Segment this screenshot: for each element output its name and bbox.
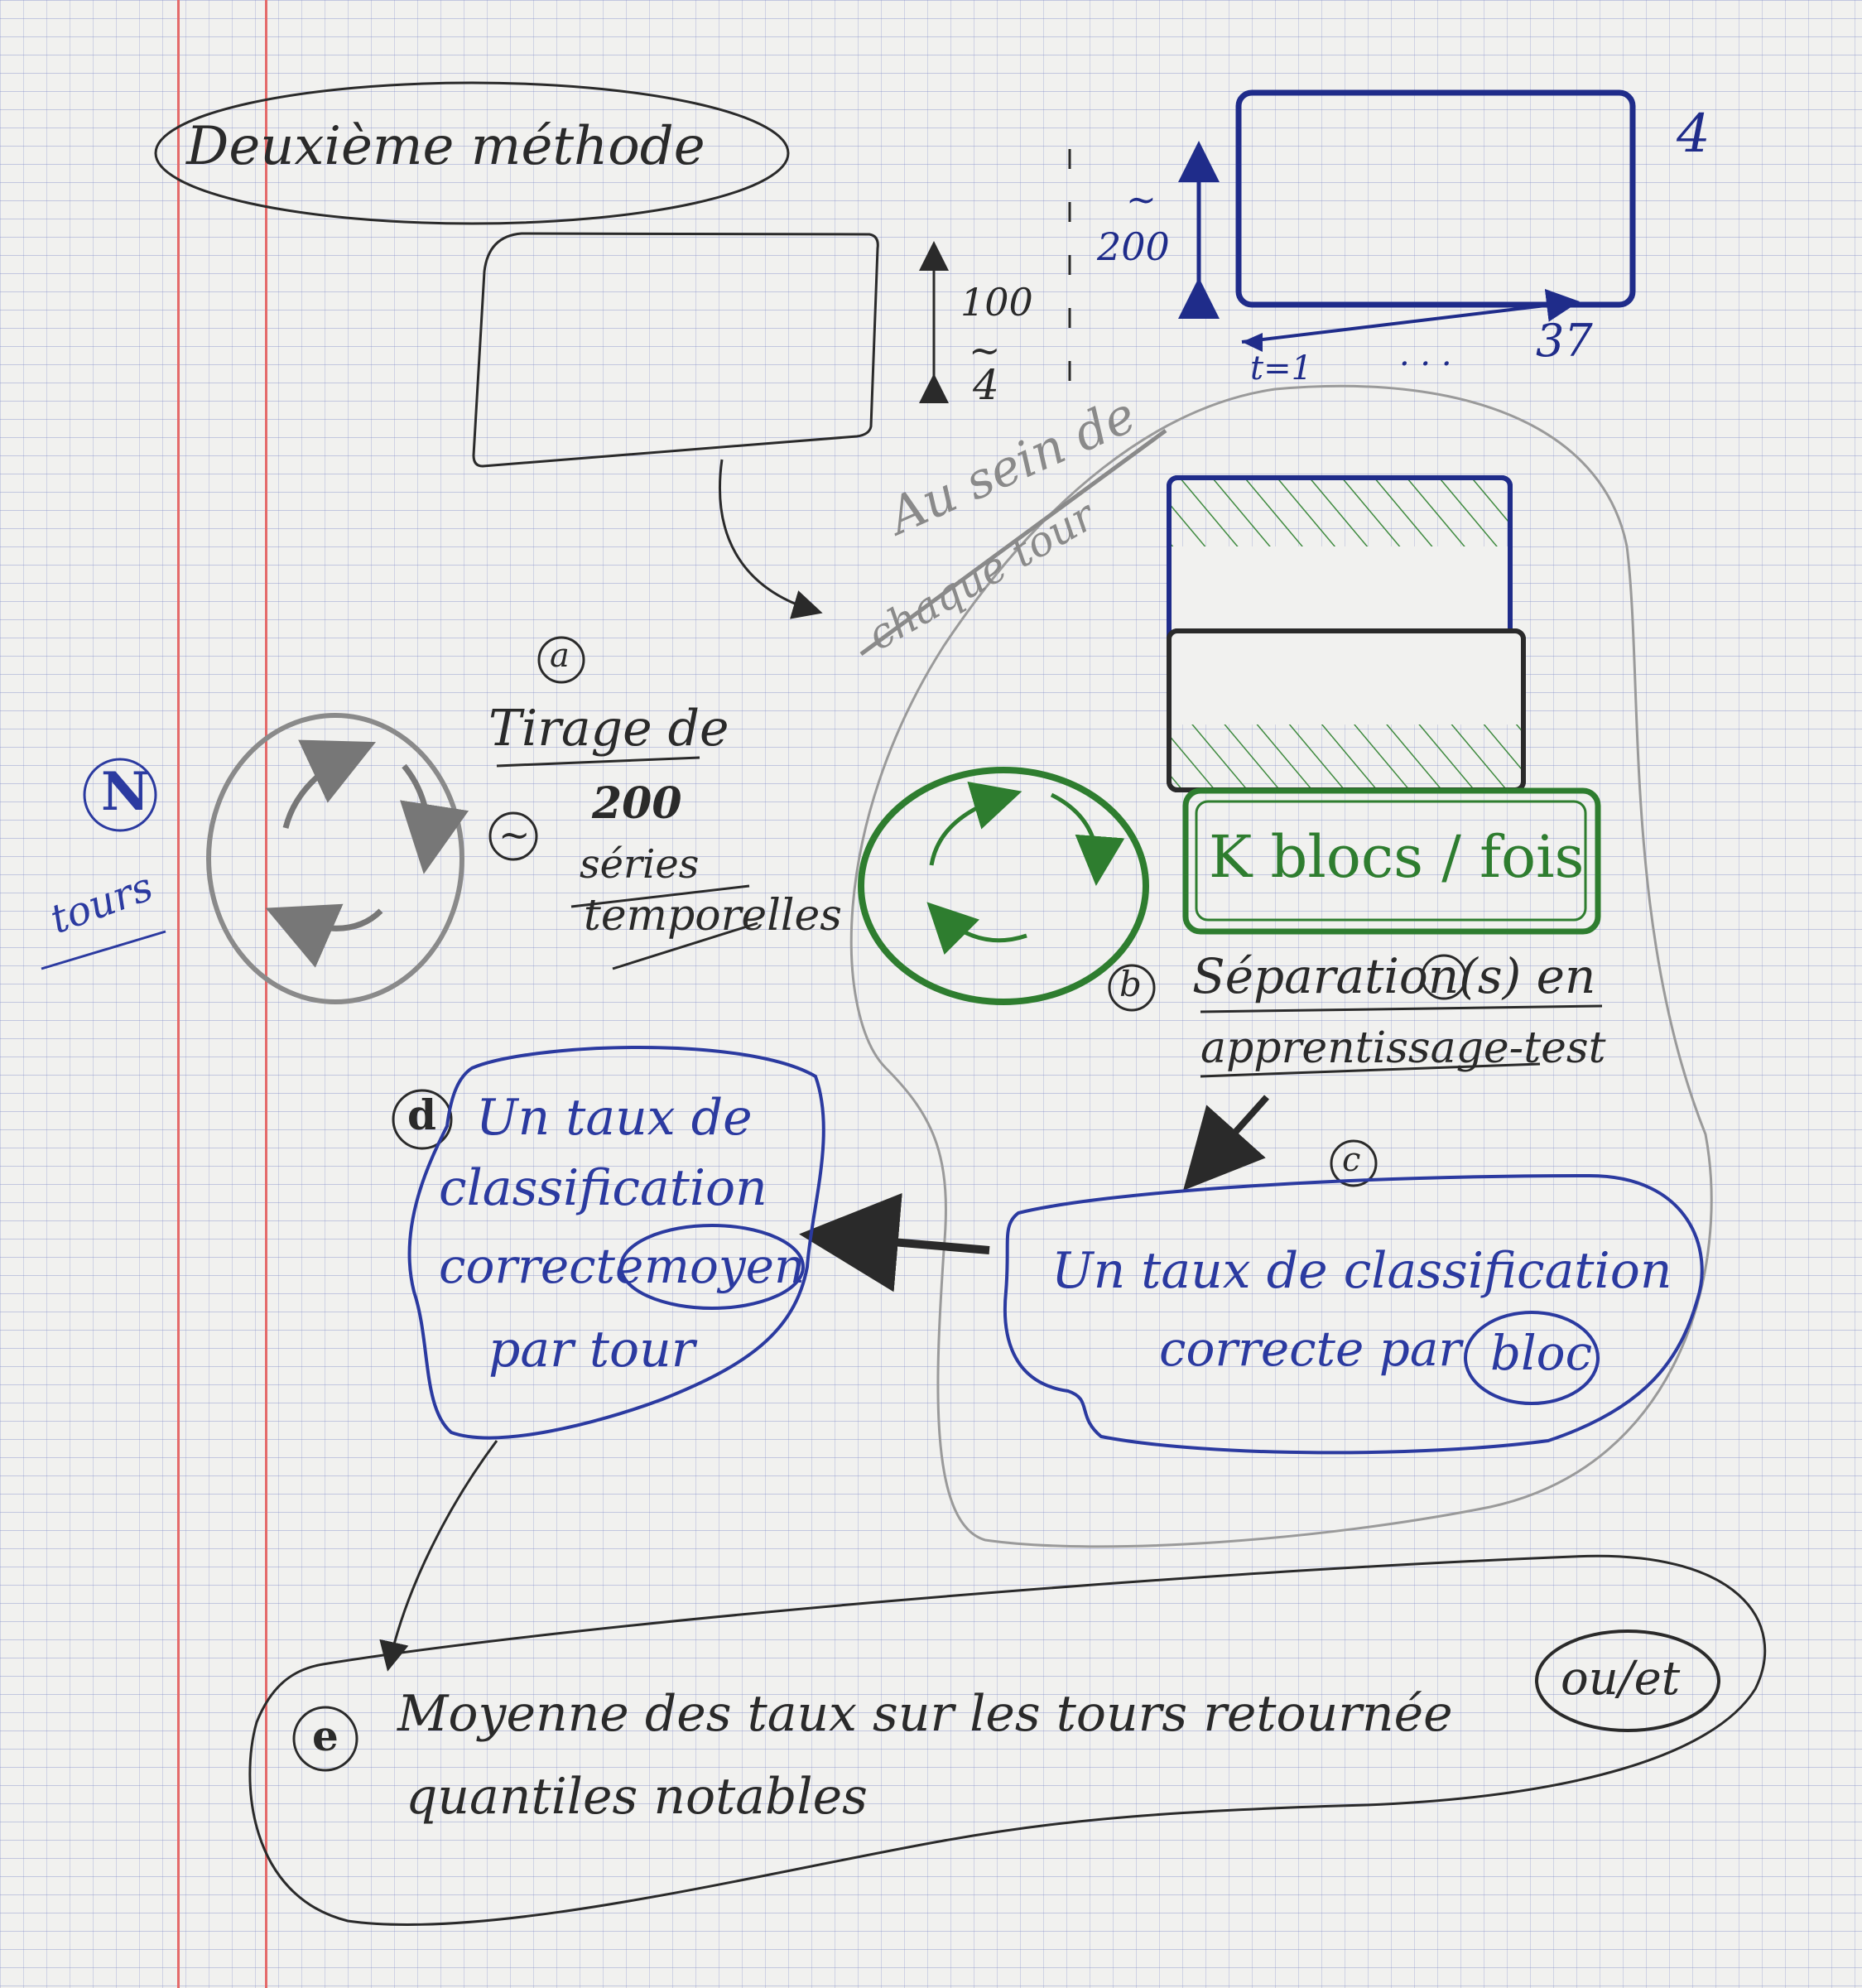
step-e-circled: ou/et (1561, 1652, 1681, 1706)
b-to-c-arrow (1182, 1095, 1269, 1191)
step-c-circled: bloc (1490, 1325, 1593, 1381)
step-d-line3: correcte (439, 1238, 644, 1294)
time-axis-arrow (1241, 288, 1580, 344)
page-title: Deuxième méthode (186, 116, 705, 177)
step-d-cloud (407, 1046, 825, 1440)
k-blocks-box (1182, 787, 1601, 935)
loop-n-label-circle (83, 758, 157, 832)
time-index-end: 37 (1536, 315, 1593, 367)
step-e-marker-circle (292, 1706, 358, 1772)
matrix-to-sampling-arrow (719, 459, 823, 619)
margin-line (177, 0, 180, 1988)
title-oval (154, 81, 790, 225)
loop-k-arrow-2 (1050, 792, 1125, 886)
time-axis-start-marker (1242, 333, 1263, 352)
step-b-marker-circle (1108, 964, 1156, 1012)
within-note-underline (859, 428, 1167, 657)
step-d-circled-oval (619, 1224, 805, 1310)
step-b-underline-2 (1200, 1062, 1541, 1078)
step-b-underline-1 (1200, 1004, 1603, 1013)
step-c-circled-oval (1464, 1311, 1600, 1405)
step-e-marker: e (312, 1711, 339, 1760)
step-a-underline-2 (570, 884, 750, 908)
loop-n-arrow-3 (265, 903, 383, 968)
step-a-marker-circle (537, 636, 585, 684)
step-d-marker-circle (392, 1089, 453, 1150)
step-a-line4: temporelles (584, 891, 842, 941)
right-matrix-rect (1235, 89, 1636, 308)
step-a-approx: ~ (498, 812, 531, 857)
step-e-cloud (248, 1554, 1767, 1927)
top-matrix-approx: ~ (969, 328, 1001, 373)
step-b-line1: Séparation(s) en (1192, 948, 1596, 1004)
step-a-approx-circle (488, 811, 538, 861)
step-b-plural-circle (1421, 954, 1467, 1000)
step-d-line2: classification (439, 1159, 767, 1217)
right-matrix-page-label: 4 (1677, 103, 1710, 165)
loop-n-arrow-1 (282, 739, 377, 829)
margin-line (265, 0, 267, 1988)
within-tour-region (849, 384, 1713, 1548)
step-c-marker-circle (1330, 1139, 1378, 1187)
block-2-upper (1172, 633, 1521, 724)
time-index-start: t=1 (1250, 349, 1313, 387)
d-to-e-arrow (379, 1440, 498, 1672)
k-blocks-box-inner (1195, 800, 1587, 922)
step-a-underline-1 (496, 756, 700, 768)
step-d-marker: d (407, 1090, 436, 1139)
step-c-line2: correcte par (1159, 1321, 1462, 1377)
step-b-marker: b (1119, 964, 1142, 1004)
step-c-cloud (1003, 1173, 1704, 1455)
loop-k-arrow-3 (926, 902, 1027, 955)
step-d-line4: par tour (488, 1321, 695, 1379)
right-matrix-height-label: 200 (1097, 224, 1170, 269)
right-matrix-approx: ~ (1126, 179, 1157, 221)
step-a-line1: Tirage de (488, 700, 729, 758)
step-b-line2: apprentissage-test (1200, 1023, 1606, 1073)
time-index-dots: · · · (1399, 345, 1452, 383)
loop-k-circle (858, 767, 1149, 1005)
top-matrix-width-label: 4 (973, 361, 999, 409)
loop-n-arrow-2 (400, 763, 469, 874)
loop-n-circle (206, 713, 464, 1004)
k-blocks-label: K blocs / fois (1209, 823, 1585, 891)
loop-n-label-underline (41, 930, 166, 970)
loop-k-arrow-1 (929, 781, 1022, 866)
step-c-line1: Un taux de classification (1051, 1242, 1672, 1300)
step-d-circled: moyen (644, 1238, 806, 1294)
step-e-circled-oval (1535, 1629, 1720, 1732)
top-matrix-rect (472, 232, 879, 468)
step-a-marker: a (550, 637, 570, 675)
step-d-line1: Un taux de (476, 1089, 753, 1147)
step-e-line1: Moyenne des taux sur les tours retournée (397, 1685, 1453, 1743)
step-e-line2: quantiles notables (406, 1768, 868, 1826)
step-a-line3: séries (580, 841, 700, 888)
step-a-underline-3 (612, 922, 758, 970)
c-to-d-arrow (799, 1192, 990, 1292)
loop-n-letter: N (101, 761, 150, 823)
top-matrix-height-label: 100 (960, 280, 1033, 325)
step-c-marker: c (1342, 1141, 1361, 1179)
step-a-line2: 200 (592, 778, 682, 829)
